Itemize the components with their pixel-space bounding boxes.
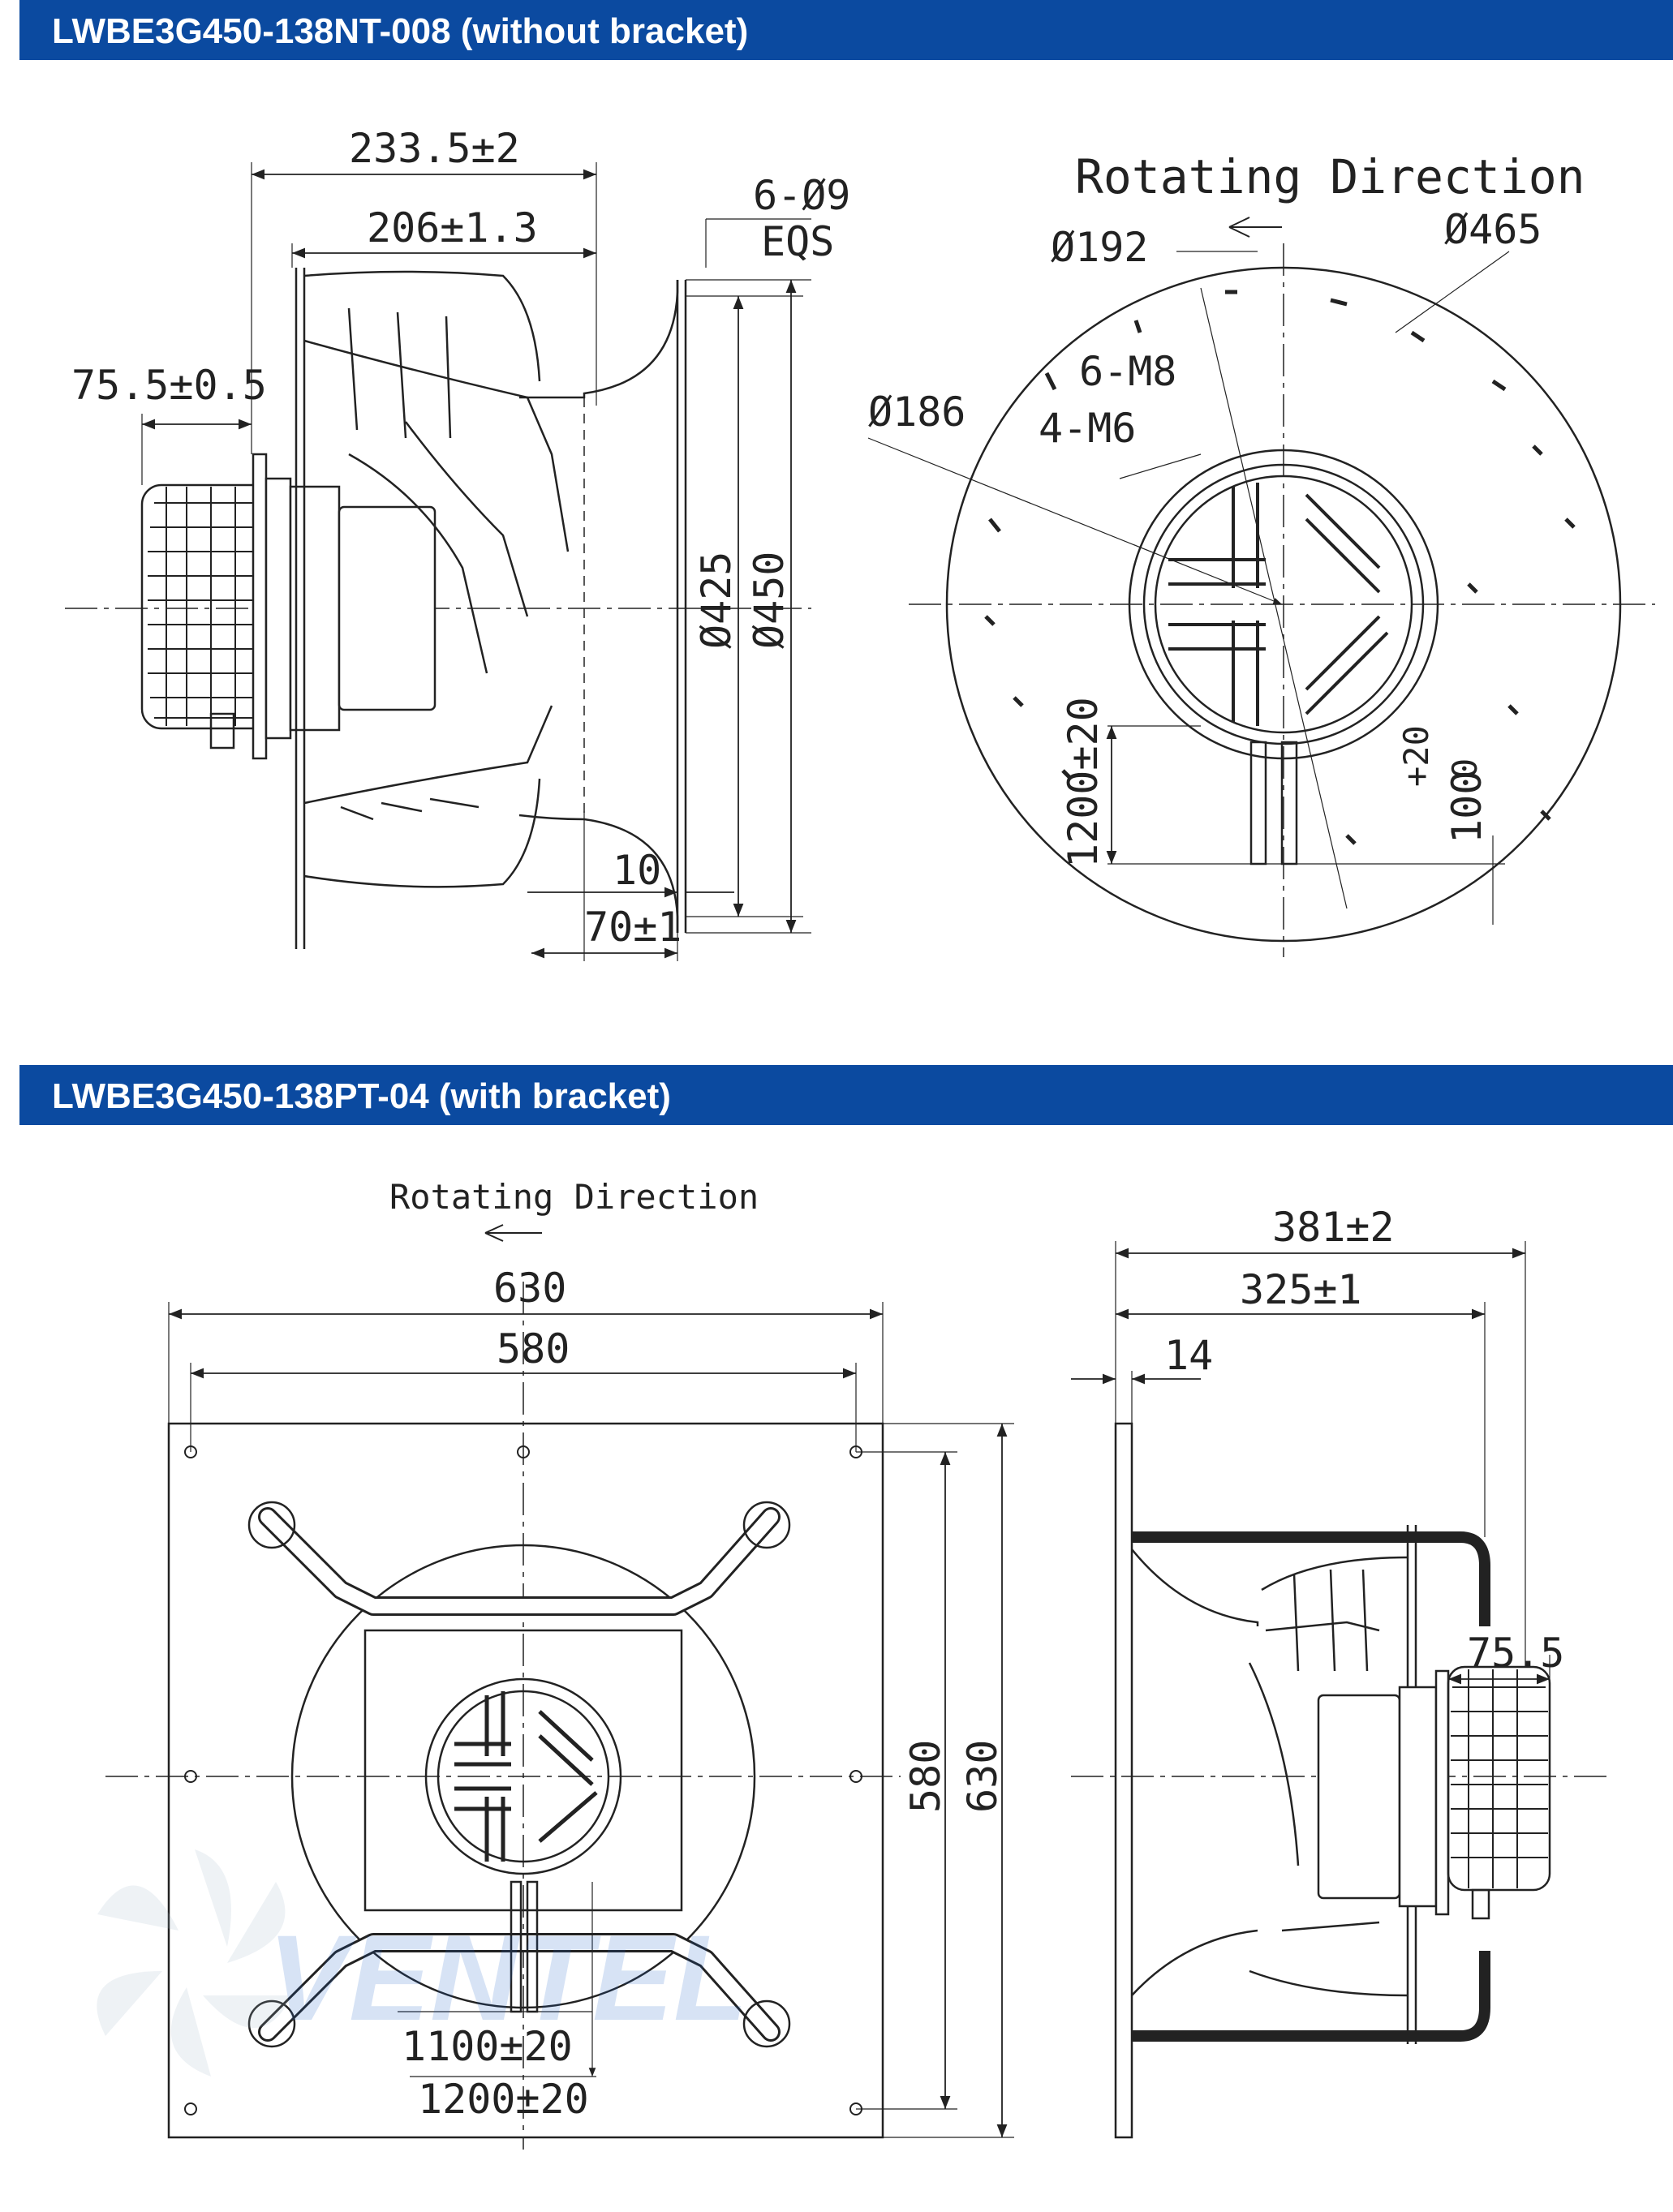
dim-diameter-450: Ø450 — [746, 552, 793, 649]
dim-diameter-192: Ø192 — [1051, 224, 1148, 271]
dim-70: 70±1 — [584, 904, 682, 951]
dim-height-630: 630 — [959, 1740, 1006, 1813]
watermark-text: VENTEL — [268, 1909, 748, 2046]
section-title: LWBE3G450-138NT-008 (without bracket) — [52, 11, 749, 51]
rotating-direction-label: Rotating Direction — [1075, 149, 1585, 204]
dim-lead-length: 100 — [1443, 771, 1490, 844]
dim-motor-75: 75.5 — [1467, 1630, 1564, 1677]
section-header-bottom: LWBE3G450-138PT-04 (with bracket) — [19, 1065, 1673, 1125]
front-view-without-bracket — [867, 217, 1655, 957]
side-view-with-bracket — [1071, 1241, 1606, 2139]
section-header-top: LWBE3G450-138NT-008 (without bracket) — [19, 0, 1673, 60]
dim-tolerance-zero: 0 — [1445, 758, 1485, 779]
dim-overall-length: 233.5±2 — [349, 125, 520, 172]
dim-diameter-186: Ø186 — [868, 389, 966, 436]
dim-cable-1100: 1100±20 — [402, 2023, 573, 2070]
section-title: LWBE3G450-138PT-04 (with bracket) — [52, 1076, 671, 1116]
side-view-labels: 233.5±2 206±1.3 75.5±0.5 6-Ø9 EQS Ø425 Ø… — [71, 125, 850, 951]
bottom-front-labels: Rotating Direction 630 580 580 630 1100±… — [389, 1177, 1006, 2123]
dim-diameter-425: Ø425 — [693, 552, 740, 649]
bottom-side-labels: 381±2 325±1 14 75.5 — [1164, 1204, 1564, 1677]
side-view-without-bracket — [65, 162, 811, 961]
dim-tolerance-plus: +20 — [1396, 725, 1436, 787]
dim-overall-381: 381±2 — [1272, 1204, 1395, 1251]
front-view-with-bracket — [105, 1224, 1014, 2150]
dim-height-580: 580 — [902, 1740, 949, 1813]
dim-thread-m8: 6-M8 — [1079, 348, 1176, 395]
dim-width-630: 630 — [493, 1265, 566, 1312]
dim-flange-14: 14 — [1164, 1332, 1213, 1379]
fan-logo-icon — [97, 1849, 292, 2077]
dim-thread-m6: 4-M6 — [1039, 405, 1136, 452]
dim-width-580: 580 — [497, 1325, 570, 1372]
dim-mount-holes-eqs: EQS — [761, 218, 834, 265]
dim-diameter-465: Ø465 — [1444, 206, 1542, 253]
dim-mount-holes: 6-Ø9 — [753, 172, 850, 219]
dim-cable-1200: 1200±20 — [418, 2076, 589, 2123]
rotating-direction-label: Rotating Direction — [389, 1177, 759, 1217]
dim-10: 10 — [613, 847, 661, 894]
dim-body-length: 206±1.3 — [367, 204, 538, 251]
dim-cable-length: 1200±20 — [1060, 697, 1107, 868]
dim-motor-length: 75.5±0.5 — [71, 362, 267, 409]
dim-body-325: 325±1 — [1240, 1266, 1362, 1313]
ventel-watermark: VENTEL — [97, 1849, 748, 2077]
front-view-labels: Rotating Direction Ø192 Ø465 6-M8 4-M6 Ø… — [868, 149, 1585, 868]
